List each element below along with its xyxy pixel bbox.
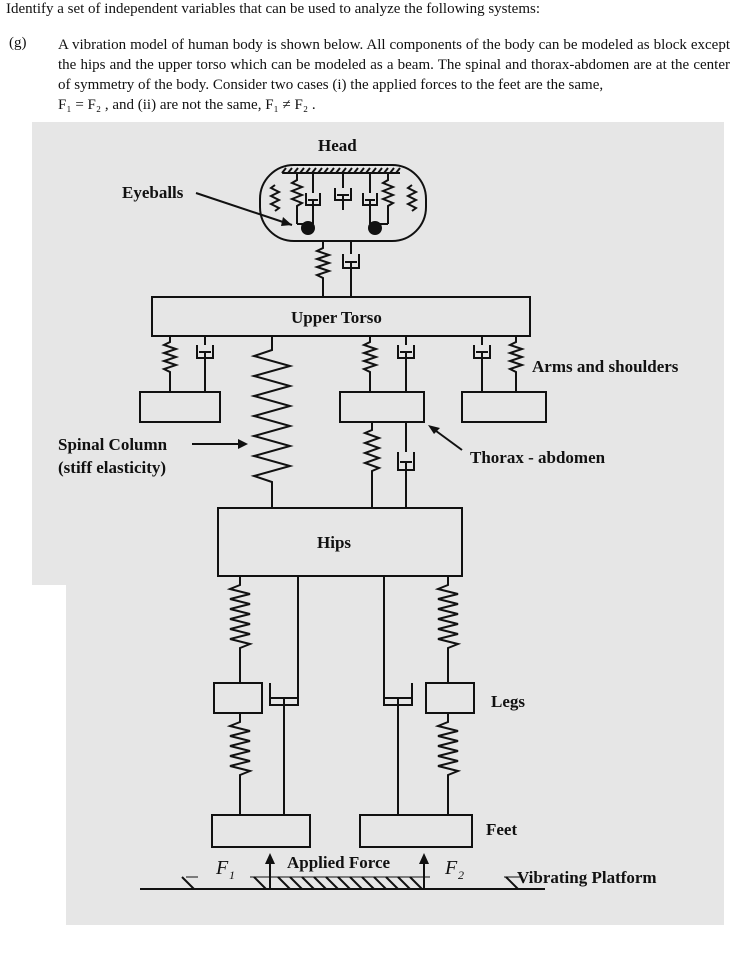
platform-hatch xyxy=(181,876,519,890)
head-label: Head xyxy=(318,136,357,155)
head-right-side-spring xyxy=(405,184,419,212)
eyeball-left-damper xyxy=(305,173,321,224)
arms-label: Arms and shoulders xyxy=(532,357,679,376)
thorax-leader xyxy=(431,427,463,451)
left-thigh-spring xyxy=(226,576,254,683)
right-knee-block xyxy=(425,682,475,714)
right-arm-block xyxy=(461,391,547,423)
question-cases: F₁ = F₂ , and (ii) are not the same, F₁ … xyxy=(58,97,316,113)
thorax-label: Thorax - abdomen xyxy=(470,448,606,467)
spinal-column-spring xyxy=(250,336,294,508)
right-leg-damper xyxy=(383,576,413,815)
head-left-side-spring xyxy=(268,184,282,212)
head-block xyxy=(259,164,427,242)
f2-arrowhead xyxy=(419,853,429,864)
legs-label: Legs xyxy=(491,692,525,711)
f2-subscript: 2 xyxy=(458,868,464,882)
left-knee-block xyxy=(213,682,263,714)
thorax-upper-damper xyxy=(397,336,415,392)
thorax-upper-spring xyxy=(360,336,380,392)
eyeball-left-spring xyxy=(289,173,305,224)
right-arm-spring xyxy=(506,336,526,392)
left-arm-block xyxy=(139,391,221,423)
spinal-label-line1: Spinal Column xyxy=(58,435,168,454)
thorax-lower-spring xyxy=(362,422,382,508)
right-shin-spring xyxy=(434,713,462,815)
right-thigh-spring xyxy=(434,576,462,683)
upper-torso-block xyxy=(151,296,531,337)
eyeball-right-mass xyxy=(368,221,382,235)
spinal-arrowhead xyxy=(238,439,248,449)
head-center-damper xyxy=(334,173,352,210)
question-body: A vibration model of human body is shown… xyxy=(58,37,730,93)
thorax-arrowhead xyxy=(428,425,440,434)
hips-block xyxy=(217,507,463,577)
applied-force-label: Applied Force xyxy=(287,853,391,872)
eyeball-right-damper xyxy=(362,173,378,224)
f1-arrowhead xyxy=(265,853,275,864)
right-arm-damper xyxy=(473,336,491,392)
spinal-label-line2: (stiff elasticity) xyxy=(58,458,166,477)
eyeball-left-mass xyxy=(301,221,315,235)
left-arm-spring xyxy=(160,336,180,392)
question-text: A vibration model of human body is shown… xyxy=(58,35,730,115)
left-arm-damper xyxy=(196,336,214,392)
scan-background-bottom xyxy=(66,585,724,925)
right-foot-block xyxy=(359,814,473,848)
platform-label: Vibrating Platform xyxy=(517,868,657,887)
eyeballs-arrowhead xyxy=(281,217,292,226)
f1-symbol: F xyxy=(215,857,229,879)
eyeball-right-spring xyxy=(380,173,396,224)
left-shin-spring xyxy=(226,713,254,815)
hips-label: Hips xyxy=(317,533,351,552)
feet-label: Feet xyxy=(486,820,517,839)
instruction-text: Identify a set of independent variables … xyxy=(6,1,541,17)
neck-damper xyxy=(342,241,360,297)
f2-symbol: F xyxy=(444,857,458,879)
left-leg-damper xyxy=(269,576,299,815)
head-ground-hatch xyxy=(281,167,401,174)
neck-spring xyxy=(313,241,333,297)
f1-subscript: 1 xyxy=(229,868,235,882)
question-label: (g) xyxy=(9,35,27,51)
thorax-block xyxy=(339,391,425,423)
upper-torso-label: Upper Torso xyxy=(291,308,382,327)
eyeballs-leader xyxy=(195,192,293,226)
thorax-lower-damper xyxy=(397,422,415,508)
eyeballs-label: Eyeballs xyxy=(122,183,184,202)
left-foot-block xyxy=(211,814,311,848)
